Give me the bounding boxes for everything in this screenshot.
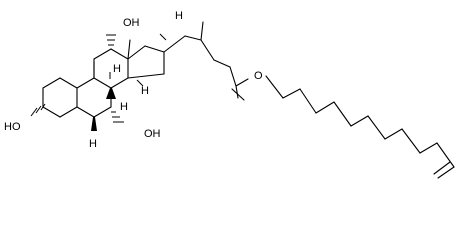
oh-label-c7: OH [144, 128, 161, 140]
oh-label-c12: OH [123, 17, 140, 29]
undecenyl-chain [265, 75, 455, 179]
ester-oxygen-label: O [254, 70, 263, 82]
h-label-c9: H [113, 63, 121, 75]
side-chain [163, 21, 249, 101]
h-label-c17: H [175, 10, 183, 22]
ho-label-c3: HO [4, 121, 21, 133]
h-label-c8: H [120, 101, 128, 113]
hash-bond-c3 [30, 103, 46, 117]
hydroxyl-c12: OH [106, 17, 140, 46]
ring-b [76, 77, 112, 118]
chemical-structure-diagram: HO OH OH H H H H H O [4, 10, 455, 179]
methyl-groups [93, 39, 131, 79]
stereo-hydrogens: H H H H H [89, 10, 183, 150]
structure-canvas: HO OH OH H H H H H O [4, 10, 455, 179]
ring-c [93, 48, 129, 89]
wedge-h5 [91, 117, 97, 131]
ring-d [127, 45, 165, 79]
h-label-c5: H [89, 138, 97, 150]
hydroxyl-c3: HO [4, 103, 46, 133]
ring-a [42, 77, 78, 118]
wedge-h8 [106, 88, 116, 99]
h-label-c14: H [141, 85, 149, 97]
hydroxyl-c7: OH [111, 111, 161, 140]
